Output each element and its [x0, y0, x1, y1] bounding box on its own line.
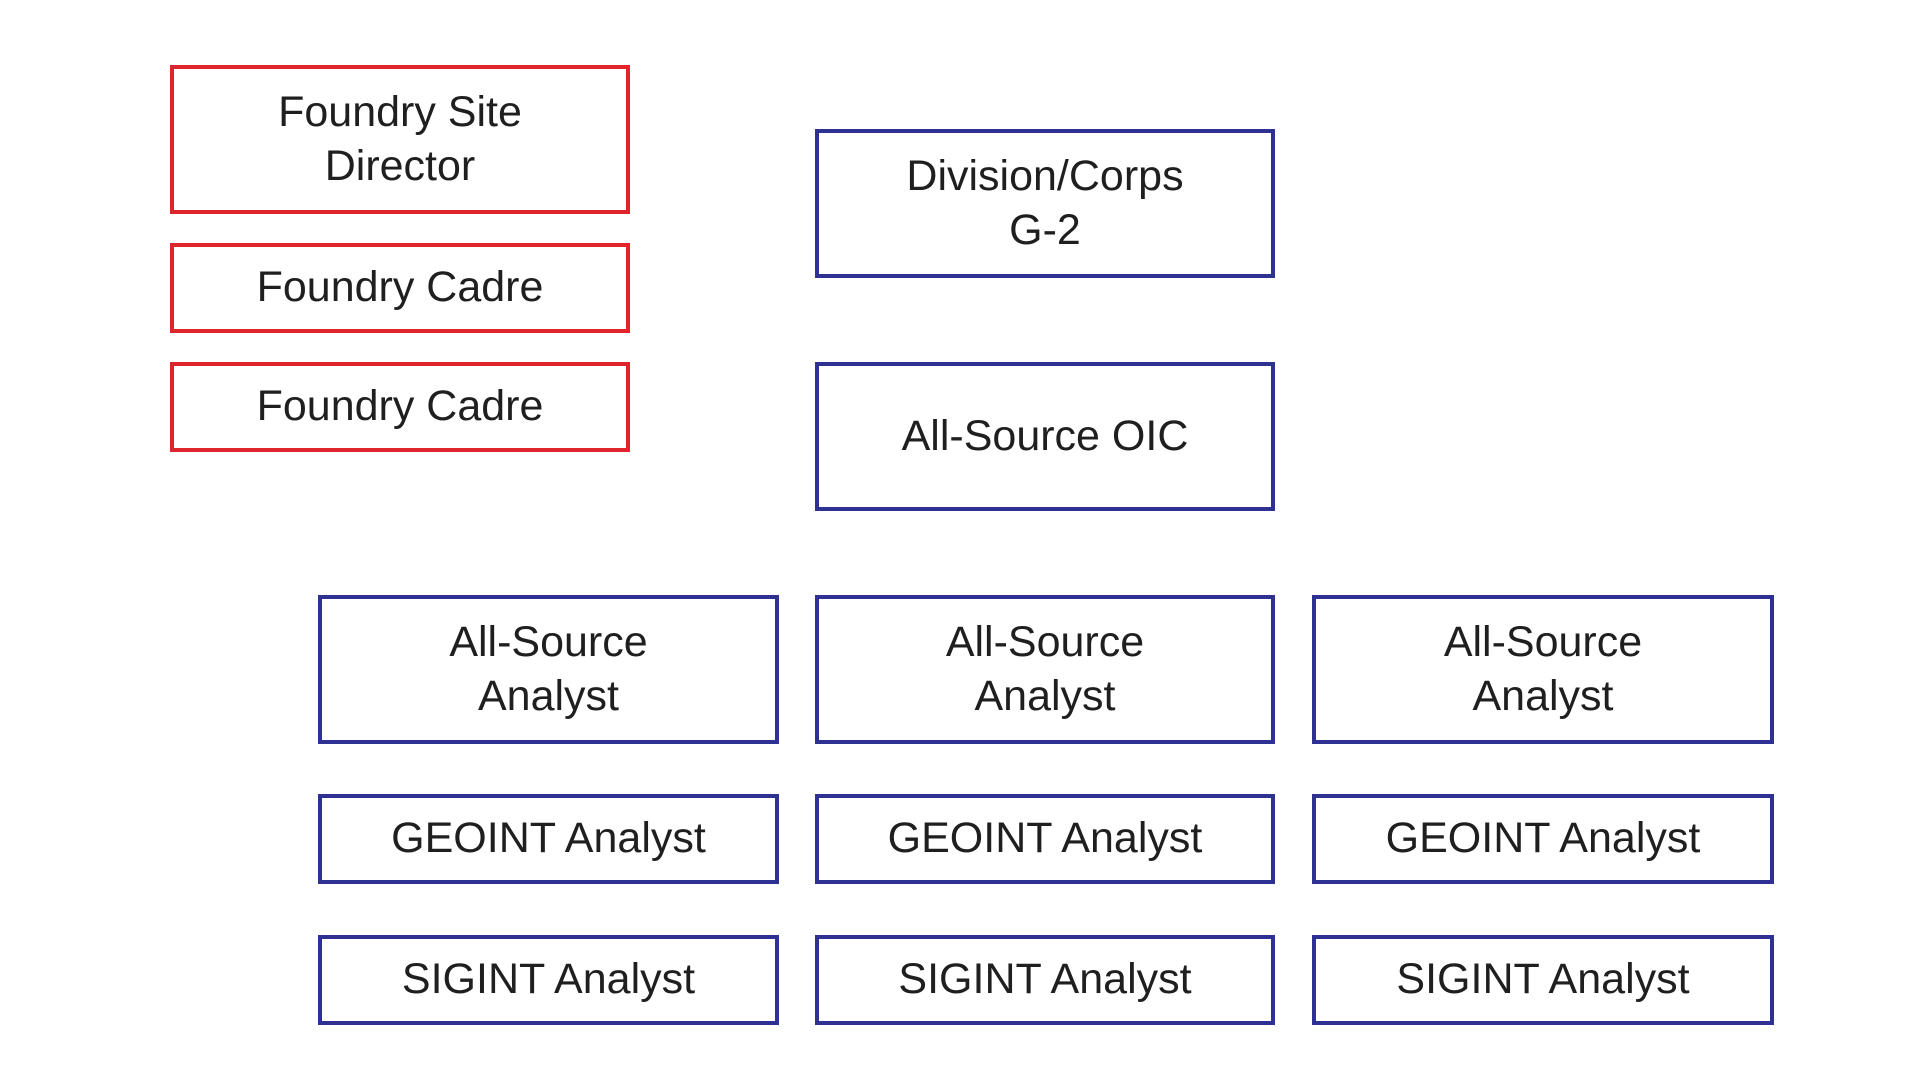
sigint-analyst-label-1: SIGINT Analyst: [401, 955, 696, 1004]
foundry-cadre-label-2: Foundry Cadre: [256, 382, 544, 431]
sigint-analyst-label-2: SIGINT Analyst: [898, 955, 1192, 1004]
all-source-analyst-label-2: All-Source Analyst: [945, 618, 1145, 720]
all-source-analyst-box-2: All-Source Analyst: [815, 595, 1275, 744]
all-source-analyst-box-3: All-Source Analyst: [1312, 595, 1774, 744]
all-source-analyst-label-3: All-Source Analyst: [1443, 618, 1643, 720]
all-source-analyst-label-1: All-Source Analyst: [449, 618, 648, 720]
geoint-analyst-label-1: GEOINT Analyst: [391, 814, 706, 863]
geoint-analyst-label-3: GEOINT Analyst: [1385, 814, 1701, 863]
sigint-analyst-box-2: SIGINT Analyst: [815, 935, 1275, 1025]
foundry-site-director-box: Foundry Site Director: [170, 65, 630, 214]
foundry-cadre-label-1: Foundry Cadre: [256, 263, 544, 312]
geoint-analyst-box-2: GEOINT Analyst: [815, 794, 1275, 884]
sigint-analyst-label-3: SIGINT Analyst: [1396, 955, 1690, 1004]
all-source-oic-label: All-Source OIC: [901, 411, 1189, 460]
sigint-analyst-box-1: SIGINT Analyst: [318, 935, 779, 1025]
foundry-cadre-box-1: Foundry Cadre: [170, 243, 630, 333]
geoint-analyst-box-1: GEOINT Analyst: [318, 794, 779, 884]
all-source-analyst-box-1: All-Source Analyst: [318, 595, 779, 744]
foundry-site-director-label: Foundry Site Director: [278, 88, 522, 190]
foundry-cadre-box-2: Foundry Cadre: [170, 362, 630, 452]
sigint-analyst-box-3: SIGINT Analyst: [1312, 935, 1774, 1025]
geoint-analyst-label-2: GEOINT Analyst: [887, 814, 1203, 863]
division-corps-g2-label: Division/Corps G-2: [906, 152, 1184, 254]
all-source-oic-box: All-Source OIC: [815, 362, 1275, 511]
division-corps-g2-box: Division/Corps G-2: [815, 129, 1275, 278]
geoint-analyst-box-3: GEOINT Analyst: [1312, 794, 1774, 884]
